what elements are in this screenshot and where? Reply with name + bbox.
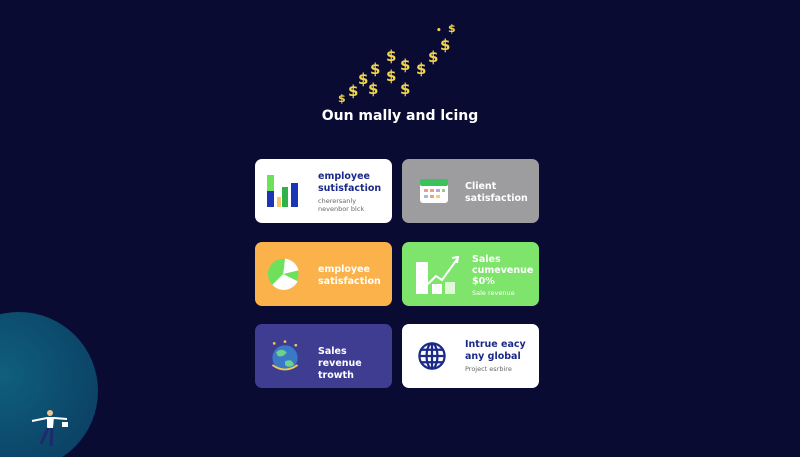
growth-chart-icon <box>416 255 460 294</box>
globe-plants-icon <box>271 340 299 371</box>
card-subtitle: Sale revenue <box>472 289 515 297</box>
decorative-circle <box>0 312 98 457</box>
card-title: Sales revenue <box>318 346 362 369</box>
page-title: Oun mally and lcing <box>321 108 479 124</box>
card-global[interactable]: Intrue eacy any global Project esrbire <box>402 324 539 388</box>
card-title: satisfaction <box>465 193 528 204</box>
card-title: satisfaction <box>318 276 381 287</box>
person-illustration <box>31 410 68 447</box>
card-value: $0% <box>472 276 495 287</box>
globe-icon <box>418 342 446 370</box>
card-subtitle: Project esrbire <box>465 365 512 373</box>
calendar-icon <box>420 179 448 203</box>
card-title: employee <box>318 171 371 182</box>
card-employee-satisfaction-2[interactable]: employee satisfaction <box>255 242 392 306</box>
card-client-satisfaction[interactable]: Client satisfaction <box>402 159 539 223</box>
card-title: Intrue eacy <box>465 339 526 350</box>
card-sales-revenue-growth[interactable]: Sales revenue trowth <box>255 324 392 388</box>
card-employee-satisfaction[interactable]: employee sutisfaction cherersanly nevenb… <box>255 159 392 223</box>
card-subtitle: cherersanly nevenbor blck <box>318 197 365 213</box>
card-title: any global <box>465 351 521 362</box>
dollar-signs-arrow-icon: $ $ $ $ $ $ $ $ $ $ $ $ $ • <box>338 22 456 105</box>
card-title: cumevenue <box>472 265 534 276</box>
card-title: sutisfaction <box>318 183 382 194</box>
pie-chart-icon <box>267 258 299 290</box>
card-title: trowth <box>318 370 354 381</box>
card-title: employee <box>318 264 371 275</box>
card-title: Client <box>465 181 497 192</box>
card-title: Sales <box>472 254 501 265</box>
bar-chart-icon <box>267 175 298 207</box>
card-sales-revenue[interactable]: Sales cumevenue $0% Sale revenue <box>402 242 539 306</box>
